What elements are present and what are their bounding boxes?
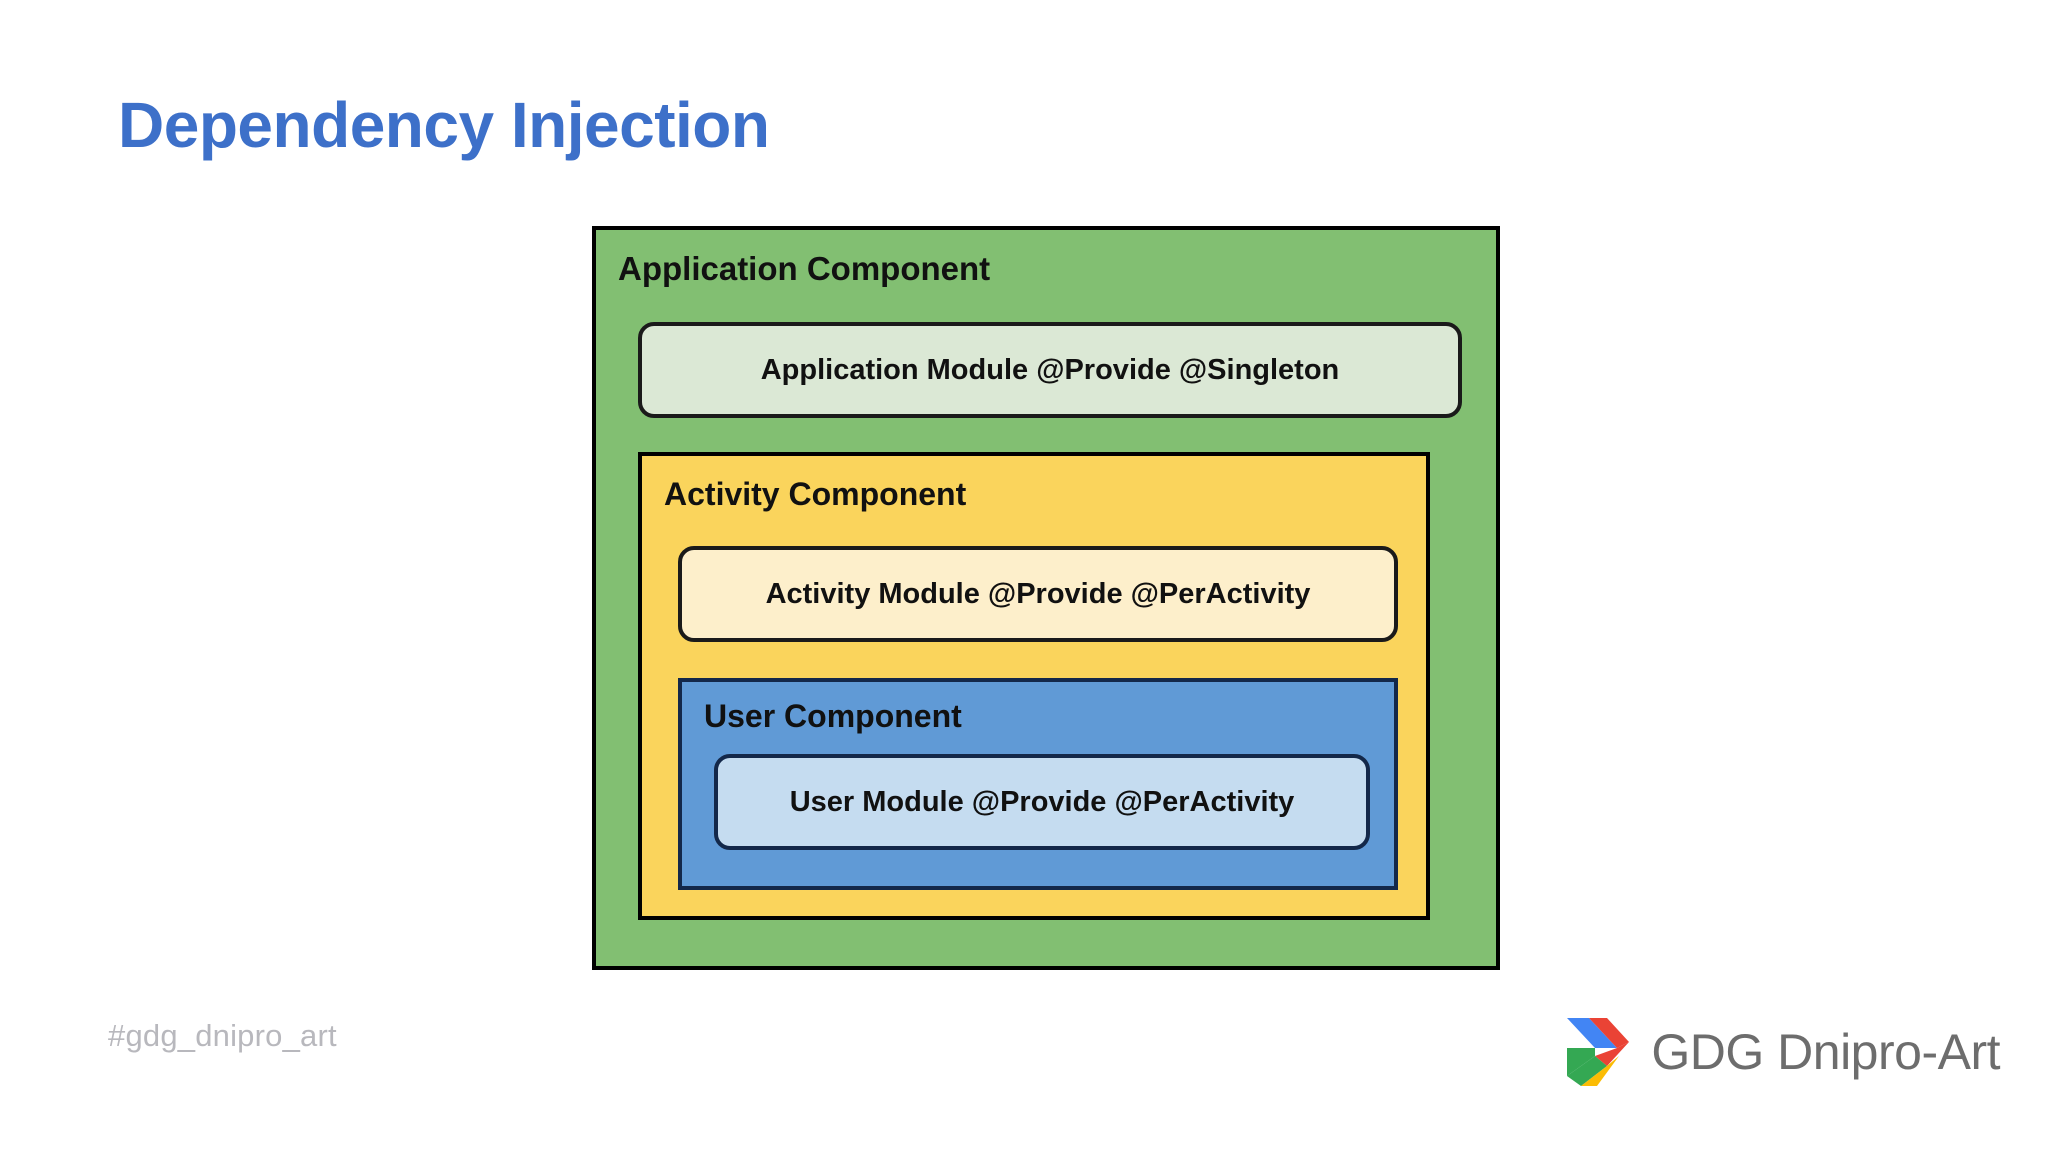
application-module-label: Application Module @Provide @Singleton [760, 353, 1340, 386]
event-hashtag: #gdg_dnipro_art [108, 1018, 337, 1053]
activity-component-title: Activity Component [664, 476, 967, 512]
user-module-box: User Module @Provide @PerActivity [714, 754, 1370, 850]
gdg-logo: GDG Dnipro-Art [1567, 1018, 2000, 1086]
gdg-chevron-icon [1567, 1018, 1630, 1086]
user-component-box: User Component User Module @Provide @Per… [678, 678, 1398, 890]
activity-module-label: Activity Module @Provide @PerActivity [765, 577, 1311, 610]
application-component-title: Application Component [618, 250, 991, 287]
application-component-box: Application Component Application Module… [592, 226, 1500, 970]
activity-component-box: Activity Component Activity Module @Prov… [638, 452, 1430, 920]
page-title: Dependency Injection [118, 89, 770, 161]
dependency-injection-diagram: Application Component Application Module… [592, 226, 1500, 970]
activity-module-box: Activity Module @Provide @PerActivity [678, 546, 1398, 642]
user-component-title: User Component [704, 698, 962, 734]
application-module-box: Application Module @Provide @Singleton [638, 322, 1462, 418]
user-module-label: User Module @Provide @PerActivity [789, 785, 1295, 818]
gdg-wordmark: GDG Dnipro-Art [1651, 1024, 2000, 1080]
